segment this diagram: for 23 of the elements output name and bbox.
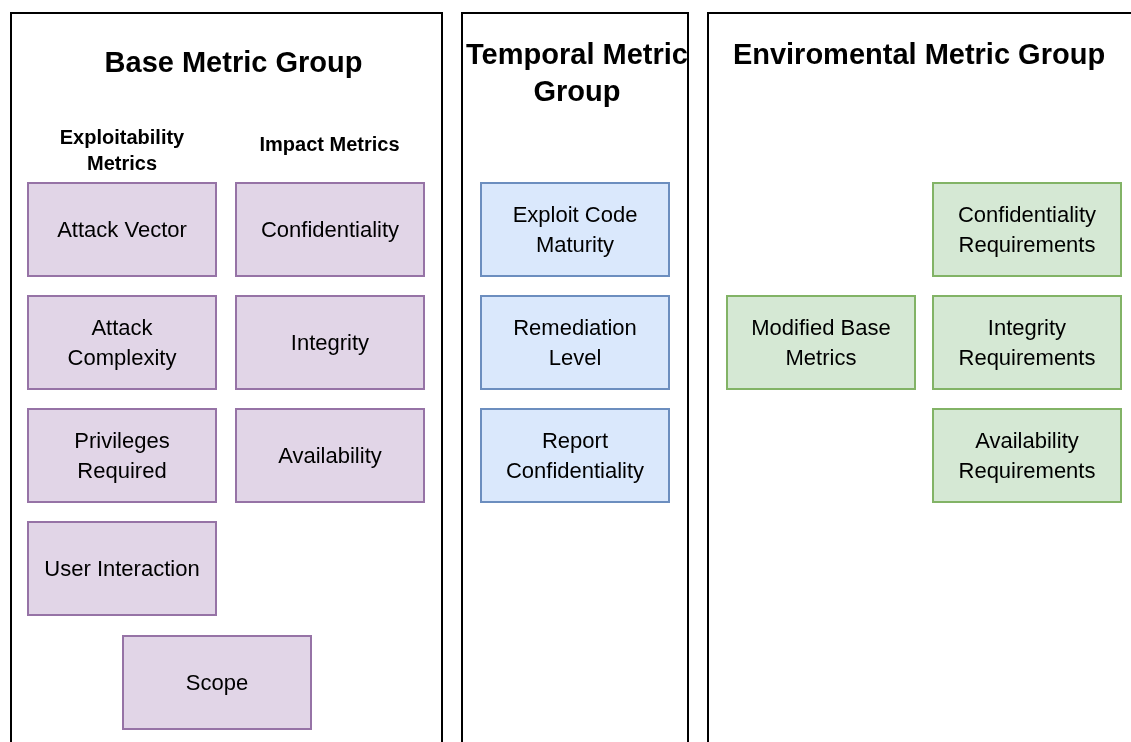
metric-box: Integrity Requirements: [932, 295, 1122, 390]
group-panel: [707, 12, 1131, 742]
group-title: Temporal Metric Group: [465, 37, 689, 109]
group-panel: [461, 12, 689, 742]
metric-box: Remediation Level: [480, 295, 670, 390]
metric-box: Attack Vector: [27, 182, 217, 277]
group-panel: [10, 12, 443, 742]
metric-box: Availability Requirements: [932, 408, 1122, 503]
metric-box: Confidentiality Requirements: [932, 182, 1122, 277]
metric-box: Attack Complexity: [27, 295, 217, 390]
metric-box: Exploit Code Maturity: [480, 182, 670, 277]
metric-box: Privileges Required: [27, 408, 217, 503]
metric-box: Availability: [235, 408, 425, 503]
metric-box: Confidentiality: [235, 182, 425, 277]
metric-box: Modified Base Metrics: [726, 295, 916, 390]
group-title: Base Metric Group: [103, 45, 364, 80]
metric-box: Integrity: [235, 295, 425, 390]
subgroup-heading: Impact Metrics: [258, 132, 401, 157]
subgroup-heading: Exploitability Metrics: [58, 125, 186, 176]
metric-box: Report Confidentiality: [480, 408, 670, 503]
metric-box: Scope: [122, 635, 312, 730]
group-title: Enviromental Metric Group: [731, 37, 1107, 72]
metric-box: User Interaction: [27, 521, 217, 616]
